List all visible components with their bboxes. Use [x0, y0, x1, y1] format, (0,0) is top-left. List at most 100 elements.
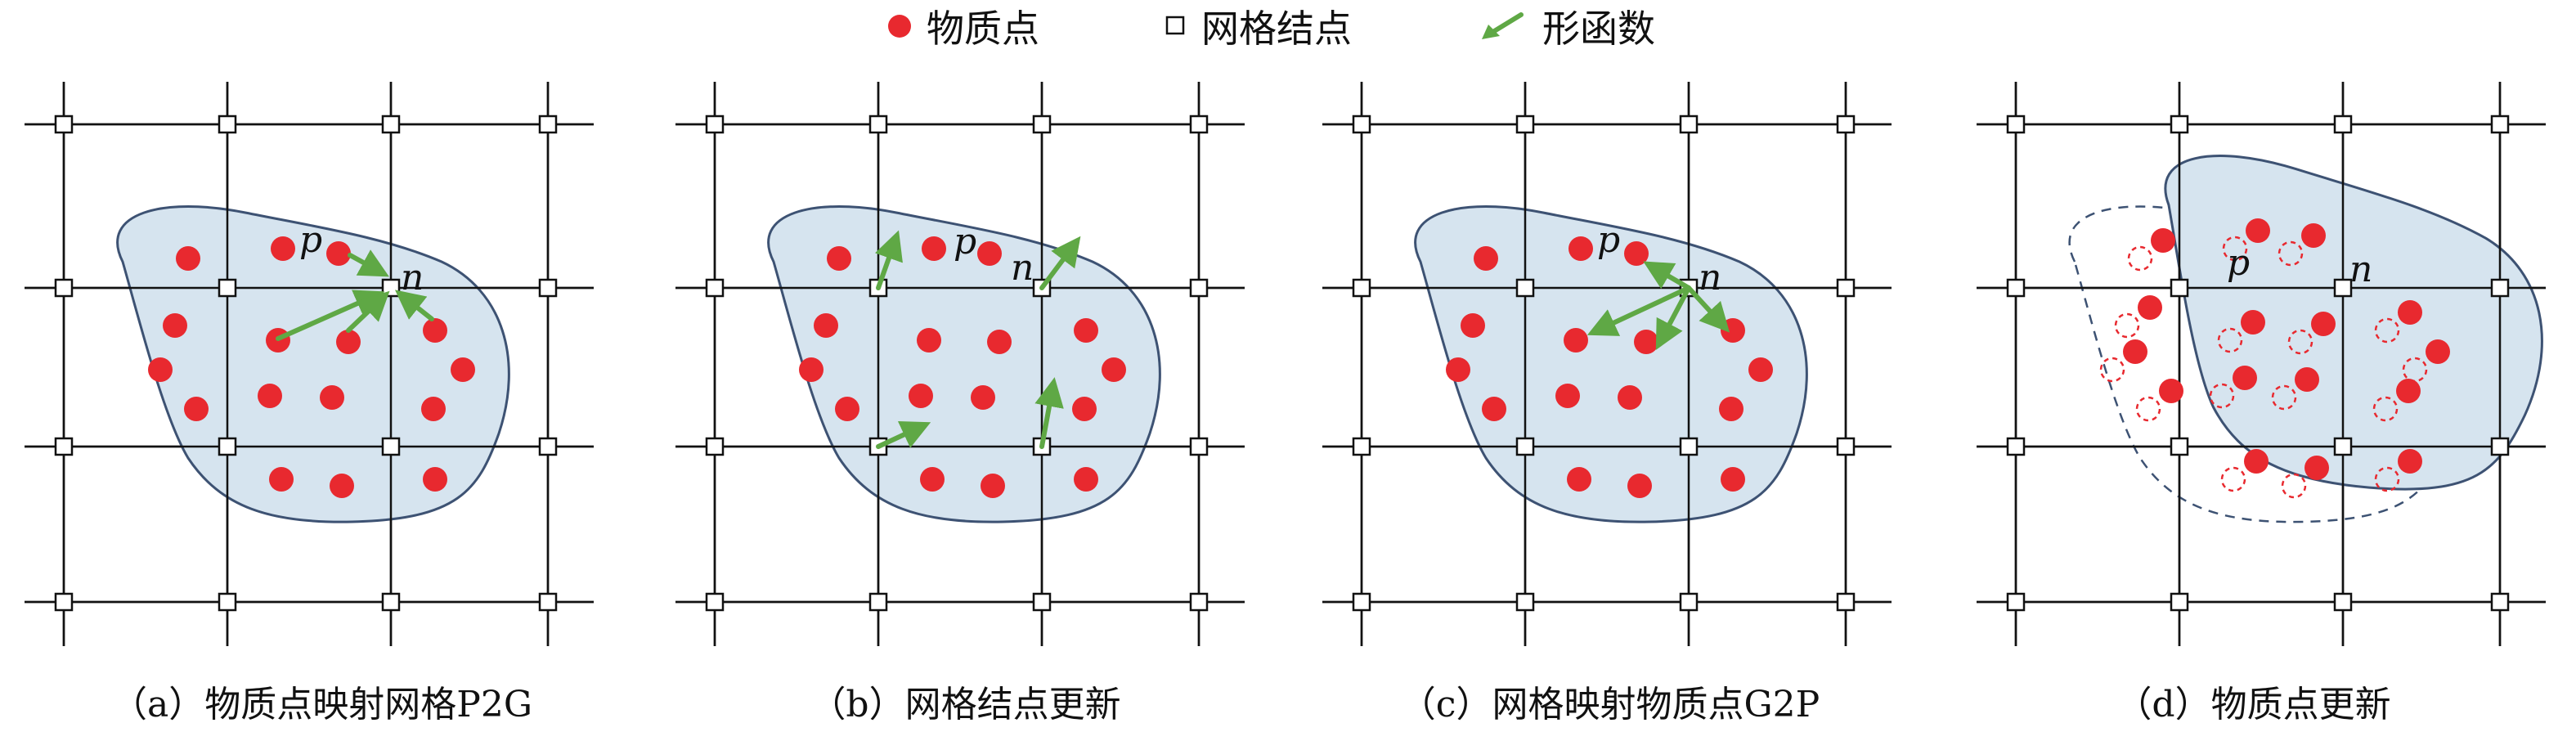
grid-node-3-1 [2170, 592, 2189, 612]
grid-node-1-0 [54, 278, 74, 298]
grid-node-1-3 [1189, 278, 1209, 298]
material-point-11 [320, 385, 344, 410]
old-material-point-7 [2099, 357, 2125, 383]
grid-node-1-0 [2006, 278, 2026, 298]
material-point-15 [423, 467, 447, 492]
material-point-8 [1748, 357, 1773, 382]
grid-node-0-0 [1352, 115, 1371, 134]
label-p: p [299, 219, 322, 261]
label-p: p [954, 221, 976, 263]
old-material-point-9 [2135, 396, 2161, 422]
grid-node-3-0 [705, 592, 725, 612]
material-point-9 [2159, 379, 2183, 403]
old-material-point-0 [2127, 245, 2153, 272]
material-point-1 [271, 236, 295, 261]
grid-node-3-2 [381, 592, 401, 612]
material-point-14 [1627, 474, 1652, 498]
old-material-point-14 [2281, 473, 2307, 499]
shape-function-arrow-3 [1686, 285, 1730, 333]
grid-node-1-0 [1352, 278, 1371, 298]
grid-node-3-1 [218, 592, 237, 612]
grid-node-2-2 [2333, 437, 2353, 456]
legend-shape-function-label: 形函数 [1542, 7, 1655, 51]
grid-node-0-2 [1679, 115, 1699, 134]
grid-node-2-1 [218, 437, 237, 456]
grid-node-3-3 [538, 592, 558, 612]
grid-node-1-3 [2490, 278, 2510, 298]
material-point-9 [1482, 397, 1506, 421]
panel-a: pn [25, 82, 594, 646]
material-point-1 [1568, 236, 1593, 261]
grid-node-0-0 [54, 115, 74, 134]
shape-function-arrow-1 [1039, 236, 1081, 290]
grid-node-1-1 [218, 278, 237, 298]
shape-function-arrow-2 [876, 421, 931, 449]
old-material-point-2 [2278, 240, 2304, 267]
material-point-11 [1618, 385, 1642, 410]
old-material-point-12 [2372, 396, 2399, 422]
grid-node-1-1 [2170, 278, 2189, 298]
grid-node-0-1 [2170, 115, 2189, 134]
grid-node-0-0 [2006, 115, 2026, 134]
grid-node-3-2 [1032, 592, 1052, 612]
grid-node-0-0 [705, 115, 725, 134]
grid-node-2-2 [381, 437, 401, 456]
legend-shape-function: 形函数 [1479, 3, 1655, 51]
material-point-5 [1634, 330, 1658, 354]
grid-node-3-0 [2006, 592, 2026, 612]
label-p: p [2227, 242, 2250, 284]
legend-grid-node: 网格结点 [1165, 3, 1352, 51]
old-material-point-6 [2374, 317, 2400, 344]
grid-node-0-3 [1189, 115, 1209, 134]
material-body [767, 205, 1161, 523]
grid-node-1-2 [381, 278, 401, 298]
label-n: n [1699, 257, 1721, 299]
material-point-15 [1074, 467, 1098, 492]
material-point-14 [330, 474, 354, 498]
legend-grid-node-label: 网格结点 [1201, 7, 1352, 51]
material-point-15 [2398, 449, 2422, 474]
old-material-point-11 [2271, 384, 2297, 411]
grid-node-1-1 [1515, 278, 1535, 298]
material-point-4 [917, 328, 941, 353]
material-point-7 [148, 357, 173, 382]
material-point-9 [835, 397, 859, 421]
material-point-2 [2301, 223, 2326, 248]
material-point-12 [421, 397, 446, 421]
material-point-8 [451, 357, 475, 382]
grid-node-1-3 [538, 278, 558, 298]
material-point-6 [423, 318, 447, 343]
grid-node-2-1 [1515, 437, 1535, 456]
material-point-2 [1624, 241, 1649, 266]
grid-node-1-3 [1836, 278, 1856, 298]
material-point-13 [269, 467, 294, 492]
legend-material-point-label: 物质点 [927, 7, 1039, 51]
material-point-5 [336, 330, 361, 354]
shape-function-arrow-3 [1034, 377, 1064, 449]
grid-node-0-1 [218, 115, 237, 134]
old-material-point-4 [2217, 327, 2243, 353]
panel-c: pn [1322, 82, 1892, 646]
material-point-3 [814, 313, 838, 338]
caption-b: （b）网格结点更新 [810, 684, 1121, 725]
material-body [1414, 205, 1808, 523]
caption-d: （d）物质点更新 [2116, 684, 2391, 725]
grid-node-2-3 [1189, 437, 1209, 456]
material-point-0 [827, 246, 851, 271]
grid-node-2-0 [2006, 437, 2026, 456]
material-point-13 [1567, 467, 1591, 492]
grid-node-2-3 [1836, 437, 1856, 456]
shape-function-arrow-1 [1586, 285, 1691, 336]
grid-node-3-1 [868, 592, 888, 612]
material-point-10 [1555, 384, 1580, 408]
material-point-6 [1074, 318, 1098, 343]
old-material-point-1 [2222, 236, 2248, 262]
material-point-15 [1721, 467, 1745, 492]
panel-b: pn [675, 82, 1245, 646]
old-material-point-13 [2220, 466, 2246, 492]
old-material-point-8 [2402, 357, 2428, 383]
material-point-5 [2311, 312, 2336, 336]
material-point-7 [799, 357, 824, 382]
